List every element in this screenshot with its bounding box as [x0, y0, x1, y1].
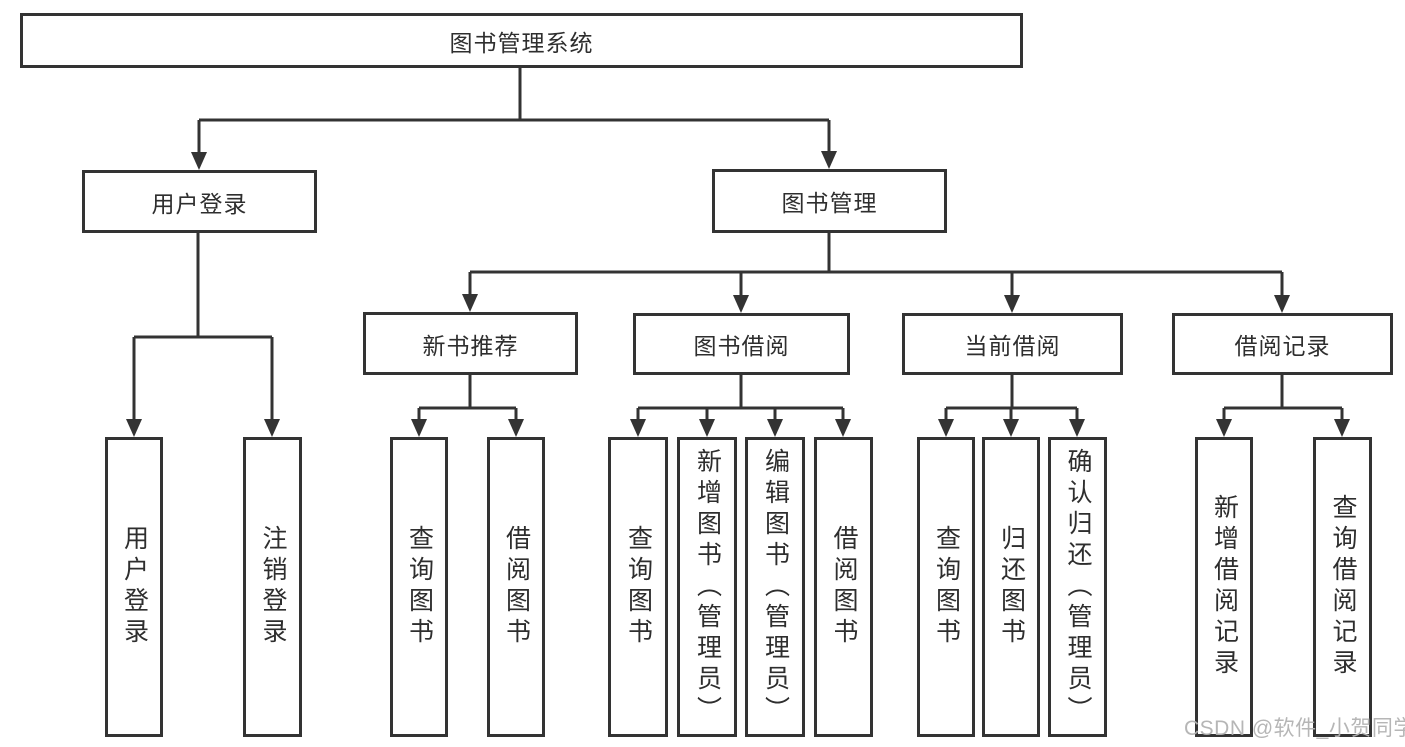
- leaf-query-borrow-record-label: 查询借阅记录: [1329, 494, 1357, 680]
- leaf-user-login: 用户登录: [105, 437, 163, 737]
- leaf-query-borrow-record: 查询借阅记录: [1313, 437, 1372, 737]
- node-book-borrowing-label: 图书借阅: [693, 333, 790, 359]
- csdn-watermark: CSDN @软件_小贺同学: [1184, 717, 1405, 740]
- node-root-system: 图书管理系统: [20, 13, 1023, 68]
- leaf-return-books-label: 归还图书: [997, 525, 1026, 649]
- leaf-edit-books-admin: 编辑图书（管理员）: [745, 437, 805, 737]
- node-current-borrowing: 当前借阅: [902, 313, 1123, 375]
- node-user-login-label: 用户登录: [151, 190, 248, 217]
- node-user-login: 用户登录: [82, 170, 317, 233]
- leaf-borrow-query-books: 查询图书: [608, 437, 668, 737]
- node-new-book-recommendation: 新书推荐: [363, 312, 578, 375]
- node-new-book-recommendation-label: 新书推荐: [422, 332, 519, 359]
- leaf-user-login-label: 用户登录: [120, 525, 149, 649]
- leaf-confirm-return-admin: 确认归还（管理员）: [1048, 437, 1107, 737]
- node-book-management: 图书管理: [712, 169, 947, 233]
- leaf-add-borrow-record: 新增借阅记录: [1195, 437, 1253, 737]
- leaf-rec-borrow-books: 借阅图书: [487, 437, 545, 737]
- node-borrowing-records: 借阅记录: [1172, 313, 1393, 375]
- leaf-add-books-admin: 新增图书（管理员）: [677, 437, 737, 737]
- leaf-rec-query-books-label: 查询图书: [405, 525, 434, 649]
- leaf-borrow-books: 借阅图书: [814, 437, 873, 737]
- leaf-rec-query-books: 查询图书: [390, 437, 448, 737]
- leaf-borrow-query-books-label: 查询图书: [624, 525, 653, 649]
- node-book-management-label: 图书管理: [781, 190, 878, 216]
- leaf-add-books-admin-label: 新增图书（管理员）: [693, 447, 722, 727]
- leaf-add-borrow-record-label: 新增借阅记录: [1210, 494, 1239, 680]
- leaf-logout-label: 注销登录: [259, 525, 287, 649]
- leaf-rec-borrow-books-label: 借阅图书: [502, 525, 531, 649]
- leaf-edit-books-admin-label: 编辑图书（管理员）: [761, 447, 790, 727]
- leaf-logout: 注销登录: [243, 437, 302, 737]
- node-root-label: 图书管理系统: [449, 29, 594, 56]
- node-book-borrowing: 图书借阅: [633, 313, 850, 375]
- node-borrowing-records-label: 借阅记录: [1234, 333, 1331, 359]
- leaf-return-books: 归还图书: [982, 437, 1040, 737]
- leaf-confirm-return-admin-label: 确认归还（管理员）: [1064, 447, 1092, 727]
- arrowheads: [126, 151, 1350, 437]
- node-current-borrowing-label: 当前借阅: [964, 333, 1061, 359]
- leaf-borrow-books-label: 借阅图书: [830, 525, 858, 649]
- leaf-current-query-books-label: 查询图书: [932, 525, 961, 649]
- leaf-current-query-books: 查询图书: [917, 437, 975, 737]
